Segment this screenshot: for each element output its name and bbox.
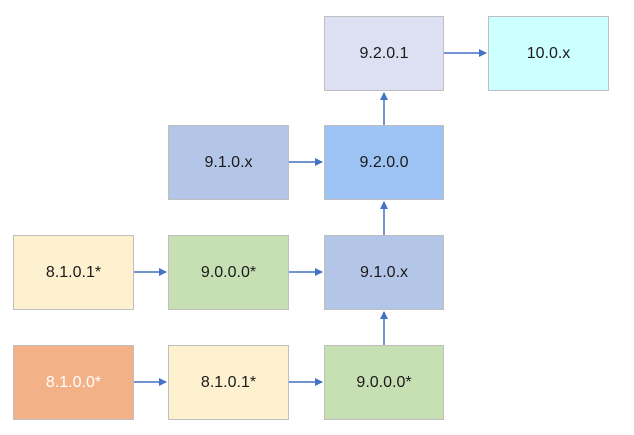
version-upgrade-diagram: 9.2.0.1 10.0.x 9.1.0.x 9.2.0.0 8.1.0.1* … (13, 16, 609, 420)
connectors (134, 49, 487, 386)
